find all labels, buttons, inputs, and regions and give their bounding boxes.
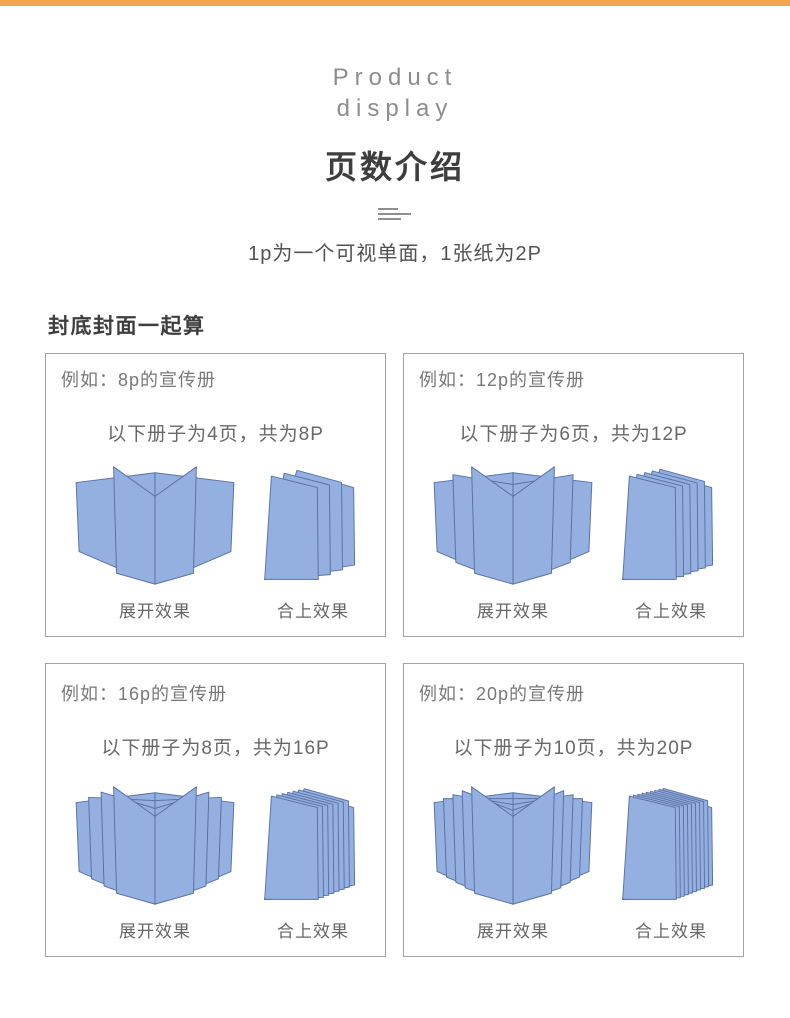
example-description: 以下册子为4页，共为8P	[107, 424, 324, 445]
open-book-illustration	[433, 466, 593, 585]
section-heading: 封底封面一起算	[48, 315, 206, 338]
closed-book-illustration	[622, 787, 714, 900]
example-box-8p: 例如：8p的宣传册 以下册子为4页，共为8P 展开效果 合上效果	[45, 353, 386, 637]
example-box-12p: 例如：12p的宣传册 以下册子为6页，共为12P 展开效果 合上效果	[403, 353, 744, 637]
example-description: 以下册子为8页，共为16P	[101, 738, 330, 759]
closed-book-illustration	[264, 469, 356, 580]
open-book-caption: 展开效果	[477, 922, 549, 941]
example-label: 例如：20p的宣传册	[419, 684, 586, 704]
example-label: 例如：12p的宣传册	[419, 370, 586, 390]
open-book-figure: 展开效果	[421, 453, 605, 626]
page-subtitle: 1p为一个可视单面，1张纸为2P	[248, 243, 542, 265]
top-accent-bar	[0, 0, 790, 6]
examples-grid: 例如：8p的宣传册 以下册子为4页，共为8P 展开效果 合上效果 例如：12p的…	[45, 353, 745, 957]
closed-book-figure: 合上效果	[616, 773, 726, 946]
closed-book-caption: 合上效果	[635, 922, 707, 941]
example-description: 以下册子为10页，共为20P	[453, 738, 694, 759]
closed-book-figure: 合上效果	[258, 453, 368, 626]
open-book-caption: 展开效果	[119, 922, 191, 941]
closed-book-figure: 合上效果	[616, 453, 726, 626]
example-box-20p: 例如：20p的宣传册 以下册子为10页，共为20P 展开效果 合上效果	[403, 663, 744, 957]
example-label: 例如：8p的宣传册	[61, 370, 217, 390]
example-box-16p: 例如：16p的宣传册 以下册子为8页，共为16P 展开效果 合上效果	[45, 663, 386, 957]
closed-book-caption: 合上效果	[635, 602, 707, 621]
closed-book-illustration	[622, 468, 714, 580]
eyebrow-title: Product display	[0, 62, 790, 124]
open-book-caption: 展开效果	[477, 602, 549, 621]
open-book-illustration	[433, 786, 593, 905]
eyebrow-line2: display	[336, 95, 454, 122]
divider-mark-icon	[378, 208, 412, 222]
open-book-illustration	[75, 466, 235, 585]
example-description: 以下册子为6页，共为12P	[459, 424, 688, 445]
page-title: 页数介绍	[324, 149, 465, 185]
open-book-figure: 展开效果	[421, 773, 605, 946]
closed-book-caption: 合上效果	[277, 602, 349, 621]
closed-book-caption: 合上效果	[277, 922, 349, 941]
closed-book-illustration	[264, 788, 356, 900]
open-book-illustration	[75, 786, 235, 905]
open-book-caption: 展开效果	[119, 602, 191, 621]
closed-book-figure: 合上效果	[258, 773, 368, 946]
example-label: 例如：16p的宣传册	[61, 684, 228, 704]
eyebrow-line1: Product	[332, 64, 458, 91]
open-book-figure: 展开效果	[63, 773, 247, 946]
open-book-figure: 展开效果	[63, 453, 247, 626]
